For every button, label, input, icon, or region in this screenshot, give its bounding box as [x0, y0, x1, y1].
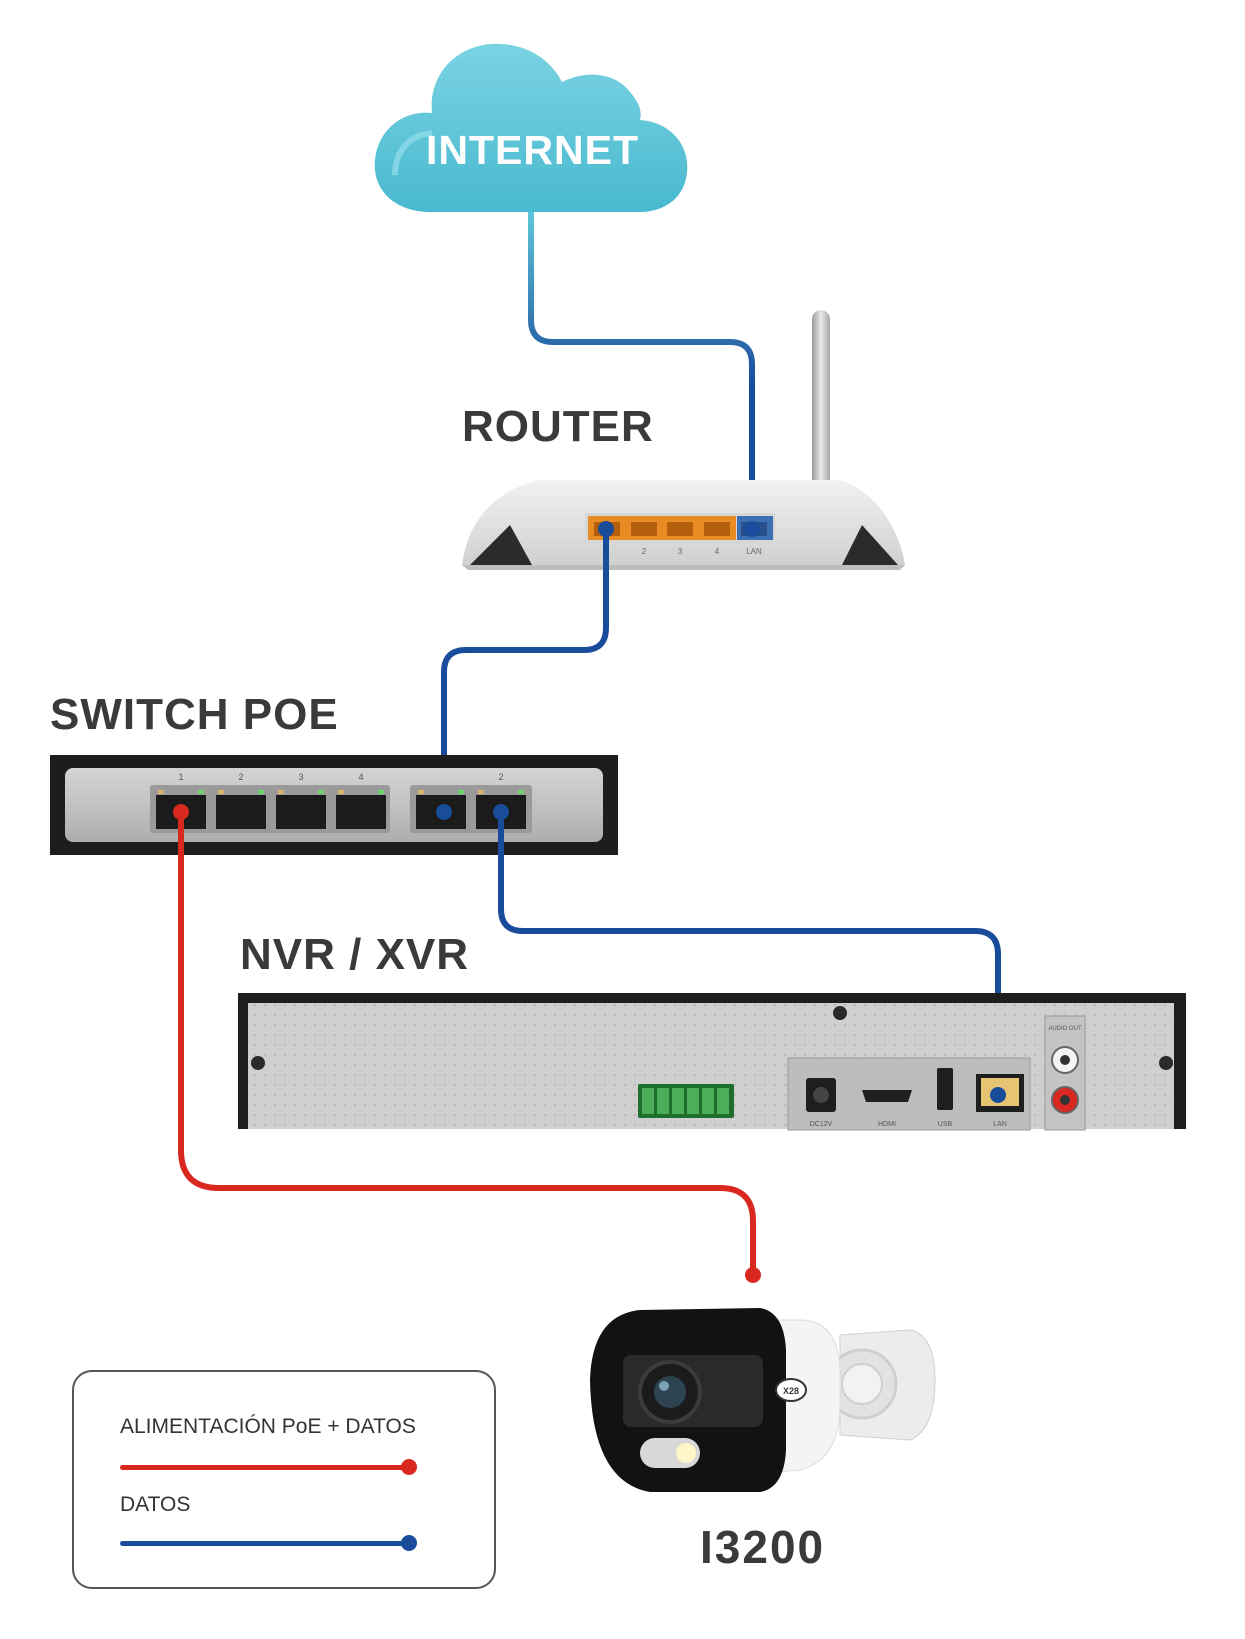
switch-port-label: 4 [358, 772, 363, 782]
legend-poe-line [120, 1465, 410, 1470]
switch-port-label: 1 [178, 772, 183, 782]
legend-data-line [120, 1541, 410, 1546]
usb-port [937, 1068, 953, 1110]
cable-plug [744, 521, 760, 537]
router-port-label: 2 [642, 547, 647, 556]
audio-out-label: AUDIO OUT [1048, 1026, 1082, 1032]
cable-plug [745, 1267, 761, 1283]
cable-plug [436, 804, 452, 820]
cable-switch-camera-poe [178, 812, 756, 1273]
camera-model-label: I3200 [700, 1521, 826, 1573]
internet-cloud-icon [374, 43, 688, 212]
cable-plug [493, 804, 509, 820]
cable-switch-nvr [498, 812, 1001, 1095]
legend-data-dot [401, 1535, 417, 1551]
camera-brand-logo: X28 [783, 1386, 799, 1396]
nvr-xvr-label: NVR / XVR [240, 930, 470, 979]
legend-poe-dot [401, 1459, 417, 1475]
legend-poe-label: ALIMENTACIÓN PoE + DATOS [120, 1415, 416, 1438]
nvr-port-label: DC12V [810, 1121, 833, 1128]
legend-data-label: DATOS [120, 1493, 191, 1516]
nvr-port-label: HDMI [878, 1121, 896, 1128]
switch-port-label: 3 [298, 772, 303, 782]
switch-ports [150, 785, 532, 833]
router-label: ROUTER [462, 402, 654, 451]
poe-switch-device: 1 2 3 4 2 [50, 755, 618, 855]
cable-router-switch [441, 529, 609, 810]
cable-plug [990, 1087, 1006, 1103]
cable-internet-router [528, 212, 755, 527]
router-device: 2 3 4 LAN [462, 310, 905, 570]
cable-plug [598, 521, 614, 537]
router-port-label: 3 [678, 547, 683, 556]
switch-port-label: 2 [498, 772, 503, 782]
nvr-port-label: USB [938, 1121, 953, 1128]
ip-camera-icon: X28 [590, 1308, 936, 1492]
cable-plug [173, 804, 189, 820]
router-port-label: 4 [715, 547, 720, 556]
nvr-port-label: LAN [993, 1121, 1007, 1128]
legend: ALIMENTACIÓN PoE + DATOS DATOS [72, 1370, 496, 1589]
internet-label: INTERNET [426, 127, 639, 173]
router-port-label: LAN [746, 547, 762, 556]
hdmi-port [862, 1090, 912, 1102]
nvr-xvr-device: DC12V HDMI USB LAN AUDIO OUT [238, 993, 1186, 1131]
switch-poe-label: SWITCH POE [50, 690, 339, 739]
switch-port-label: 2 [238, 772, 243, 782]
